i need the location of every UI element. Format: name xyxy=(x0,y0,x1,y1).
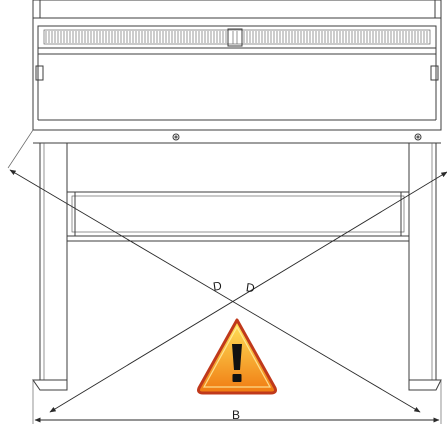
screw-right-center xyxy=(416,135,420,139)
crossbar-outer xyxy=(66,191,410,237)
warning-highlight xyxy=(202,325,272,388)
width-dimension: B xyxy=(32,380,442,424)
diagonal-label-2: D xyxy=(245,280,256,295)
shelf-rail xyxy=(33,129,441,144)
extension-line-left xyxy=(7,129,34,169)
diagonal-dimensions: D D xyxy=(7,129,447,413)
grille-frame xyxy=(37,25,437,49)
screw-left xyxy=(172,133,180,141)
hinge-right xyxy=(430,65,439,81)
top-cabinet xyxy=(32,0,442,131)
warning-exclamation-bar xyxy=(232,344,242,370)
screw-right xyxy=(414,133,422,141)
crossbar-end-left xyxy=(66,191,76,237)
hinge-left xyxy=(35,65,44,81)
warning-exclamation-dot xyxy=(232,374,242,382)
diagonal-label-1: D xyxy=(212,279,223,294)
diagonal-line-2 xyxy=(49,171,447,413)
foot-right xyxy=(408,379,442,391)
grille-center-latch xyxy=(227,28,243,47)
crossbar-inner xyxy=(71,195,405,233)
screw-left-center xyxy=(174,135,178,139)
width-label: B xyxy=(232,408,240,422)
cabinet-outer xyxy=(32,0,442,131)
warning-triangle-icon xyxy=(197,318,277,395)
foot-left xyxy=(32,379,68,391)
grille-slats xyxy=(45,31,428,43)
